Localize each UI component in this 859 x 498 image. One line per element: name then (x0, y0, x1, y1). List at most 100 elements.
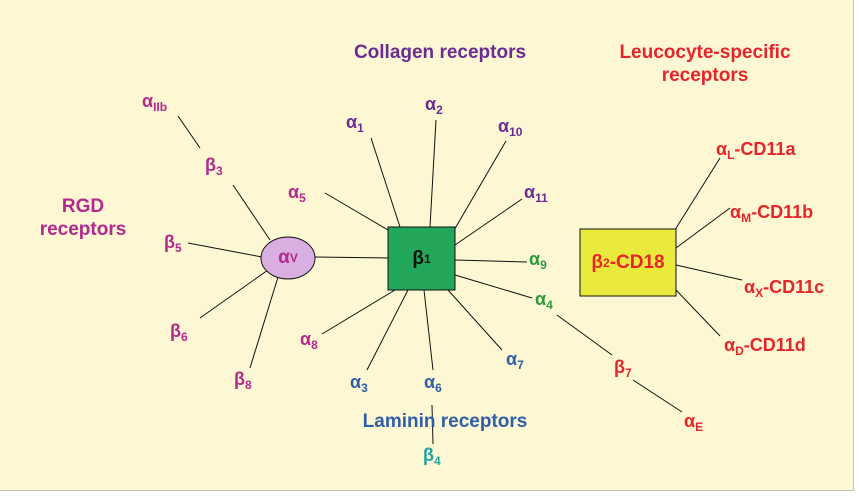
alpha-m-symbol: α (730, 202, 742, 222)
label-alpha5: α5 (288, 183, 306, 204)
label-alpha-e: αE (684, 412, 703, 433)
label-alpha10: α10 (498, 117, 522, 138)
label-beta7: β7 (614, 358, 632, 379)
alpha8-subscript: 8 (311, 338, 318, 352)
alpha8-symbol: α (300, 329, 312, 349)
alpha-x-suffix: -CD11c (763, 277, 825, 297)
edge-b5-av (187, 242, 263, 258)
alpha11-symbol: α (524, 182, 536, 202)
beta8-subscript: 8 (245, 378, 252, 392)
edge-al-b2 (672, 157, 721, 234)
edge-a2-b1 (429, 119, 437, 228)
edge-a6-b1 (423, 289, 434, 371)
alpha-e-symbol: α (684, 411, 696, 431)
label-alpha-iib: αIIb (142, 92, 167, 113)
beta5-symbol: β (164, 232, 175, 252)
label-beta8: β8 (234, 370, 252, 391)
edge-a3-b1 (366, 289, 409, 371)
alpha1-symbol: α (346, 112, 358, 132)
label-alpha2: α2 (425, 95, 443, 116)
edge-b3-av (232, 184, 271, 241)
label-alpha1: α1 (346, 113, 364, 134)
heading-leucocyte-receptors: Leucocyte-specific receptors (619, 42, 791, 86)
alpha4-subscript: 4 (546, 298, 553, 312)
alpha-m-subscript: M (741, 211, 752, 225)
alpha5-symbol: α (288, 182, 300, 202)
label-alpha7: α7 (506, 350, 524, 371)
edge-a5-b1 (324, 192, 389, 231)
label-beta4: β4 (423, 446, 441, 467)
edge-a9-b1 (454, 259, 528, 263)
label-beta3: β3 (205, 156, 223, 177)
label-beta5: β5 (164, 233, 182, 254)
alpha6-symbol: α (424, 372, 436, 392)
alpha-v-node-shape (260, 236, 316, 280)
label-alpha3: α3 (350, 373, 368, 394)
alpha-m-suffix: -CD11b (751, 202, 814, 222)
alpha2-symbol: α (425, 94, 437, 114)
edge-a10-b1 (452, 140, 507, 233)
edge-av-b1 (314, 256, 389, 259)
label-alpha4: α4 (535, 290, 553, 311)
alpha-l-symbol: α (716, 139, 728, 159)
label-alpha-m-cd11b: αM-CD11b (730, 203, 813, 224)
label-alpha8: α8 (300, 330, 318, 351)
beta1-symbol: β (412, 247, 424, 269)
label-alpha6: α6 (424, 373, 442, 394)
alpha-iib-subscript: IIb (153, 100, 168, 114)
alpha-d-suffix: -CD11d (743, 335, 806, 355)
edge-a4-b7 (556, 314, 613, 356)
alpha-iib-symbol: α (142, 91, 154, 111)
alpha2-subscript: 2 (436, 103, 443, 117)
alpha-d-subscript: D (735, 344, 744, 358)
alpha-v-symbol: α (278, 247, 290, 268)
edge-b8-av (249, 276, 279, 369)
alpha-l-suffix: -CD11a (734, 139, 796, 159)
beta4-subscript: 4 (434, 454, 441, 468)
edge-a8-b1 (321, 289, 396, 335)
edge-a7-b1 (447, 289, 503, 351)
edge-a11-b1 (454, 198, 523, 246)
alpha3-subscript: 3 (361, 381, 368, 395)
beta7-subscript: 7 (625, 366, 632, 380)
alpha9-symbol: α (529, 249, 541, 269)
alpha1-subscript: 1 (357, 121, 364, 135)
edge-ax-b2 (675, 264, 743, 281)
beta3-subscript: 3 (216, 164, 223, 178)
beta6-subscript: 6 (181, 330, 188, 344)
edge-a1-b1 (370, 137, 401, 228)
edge-aiib-b3 (177, 115, 201, 149)
alpha5-subscript: 5 (299, 191, 306, 205)
beta7-symbol: β (614, 357, 625, 377)
alpha9-subscript: 9 (540, 258, 547, 272)
beta8-symbol: β (234, 369, 245, 389)
alpha-x-subscript: X (755, 286, 764, 300)
label-alpha-d-cd11d: αD-CD11d (724, 336, 806, 357)
alpha-l-subscript: L (727, 148, 735, 162)
heading-rgd-receptors: RGD receptors (39, 196, 127, 240)
beta1-node-shape (387, 226, 456, 291)
label-alpha-x-cd11c: αX-CD11c (744, 278, 824, 299)
beta2-node-shape (579, 228, 677, 297)
label-alpha9: α9 (529, 250, 547, 271)
label-alpha-l-cd11a: αL-CD11a (716, 140, 795, 161)
beta3-symbol: β (205, 155, 216, 175)
label-alpha11: α11 (524, 183, 548, 204)
beta2-suffix: -CD18 (609, 251, 665, 273)
heading-collagen-receptors: Collagen receptors (353, 42, 527, 63)
beta6-symbol: β (170, 321, 181, 341)
edge-b6-av (199, 269, 269, 319)
alpha-x-symbol: α (744, 277, 756, 297)
beta2-subscript: 2 (603, 255, 610, 270)
edge-ad-b2 (675, 289, 721, 337)
alpha-d-symbol: α (724, 335, 736, 355)
alpha7-subscript: 7 (517, 358, 524, 372)
edge-am-b2 (675, 207, 731, 249)
label-beta6: β6 (170, 322, 188, 343)
alpha-e-subscript: E (695, 420, 704, 434)
alpha4-symbol: α (535, 289, 547, 309)
